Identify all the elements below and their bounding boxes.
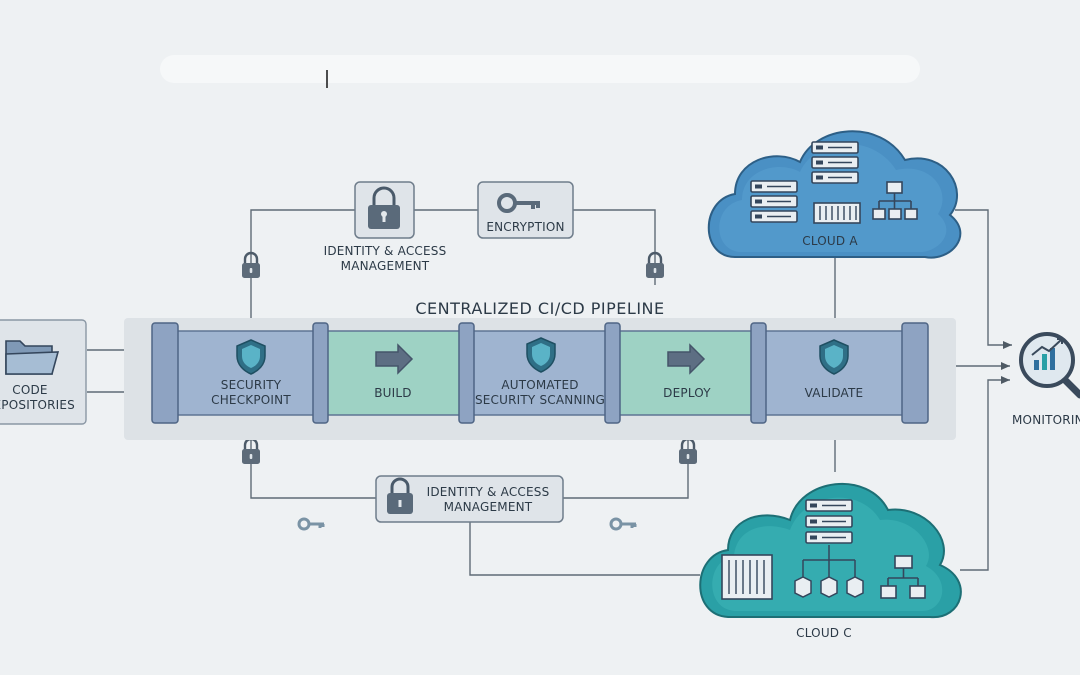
- stage-label-line: SECURITY SCANNING: [474, 393, 606, 407]
- network-topology-icon: [872, 181, 918, 220]
- blurred-header-band: [160, 55, 920, 83]
- storage-array-icon: [721, 554, 773, 600]
- iam-label-line: IDENTITY & ACCESS: [323, 244, 447, 258]
- cloud-a-label: CLOUD A: [802, 234, 858, 248]
- stage-label-line: AUTOMATED: [501, 378, 579, 392]
- bottom-identity-access-control: [375, 475, 564, 523]
- padlock-icon: [387, 477, 413, 514]
- stage-label-line: DEPLOY: [663, 386, 711, 400]
- top-identity-access-control: [354, 181, 415, 239]
- padlock-icon: [368, 186, 400, 229]
- monitoring-label: MONITORING: [1012, 413, 1080, 427]
- stage-label-line: VALIDATE: [804, 386, 864, 400]
- iam-label-line: IDENTITY & ACCESS: [426, 485, 550, 499]
- server-rack-icon: [805, 499, 853, 544]
- code-repositories-box: [0, 319, 87, 425]
- cube-cluster-icon: [794, 545, 864, 598]
- bottom-iam-label: IDENTITY & ACCESS MANAGEMENT: [415, 485, 561, 515]
- stage-label-line: CHECKPOINT: [211, 393, 291, 407]
- magnifier-chart-icon: [1019, 332, 1080, 399]
- iam-label-line: MANAGEMENT: [443, 500, 533, 514]
- encryption-label: ENCRYPTION: [486, 220, 565, 234]
- repo-label-line: CODE: [12, 383, 48, 397]
- stage-label-deploy: DEPLOY: [637, 386, 737, 401]
- server-rack-icon: [750, 180, 798, 223]
- key-icon: [497, 193, 540, 213]
- folder-icon: [5, 340, 60, 375]
- key-icon: [609, 517, 638, 531]
- stage-deploy: [613, 330, 757, 416]
- storage-array-icon: [813, 202, 861, 224]
- stage-label-build: BUILD: [343, 386, 443, 401]
- pipeline-stages: [169, 330, 909, 416]
- stage-label-validate: VALIDATE: [784, 386, 884, 401]
- stage-build: [321, 330, 465, 416]
- encryption-control: [477, 181, 574, 239]
- cloud-a: [707, 130, 962, 259]
- stage-label-automated-security-scanning: AUTOMATED SECURITY SCANNING: [471, 378, 609, 408]
- repo-label-line: REPOSITORIES: [0, 398, 75, 412]
- network-topology-icon: [880, 555, 926, 599]
- pipeline-title: CENTRALIZED CI/CD PIPELINE: [415, 299, 665, 318]
- iam-label-line: MANAGEMENT: [340, 259, 430, 273]
- stage-label-security-checkpoint: SECURITY CHECKPOINT: [200, 378, 302, 408]
- top-iam-label: IDENTITY & ACCESS MANAGEMENT: [315, 244, 455, 274]
- stage-label-line: BUILD: [374, 386, 412, 400]
- pipe-flanges: [151, 322, 929, 424]
- key-icon: [297, 517, 326, 531]
- cloud-c-label: CLOUD C: [796, 626, 852, 640]
- code-repositories-label: CODE REPOSITORIES: [0, 383, 100, 413]
- server-rack-icon: [811, 141, 859, 184]
- cloud-c: [699, 482, 962, 619]
- stage-label-line: SECURITY: [220, 378, 282, 392]
